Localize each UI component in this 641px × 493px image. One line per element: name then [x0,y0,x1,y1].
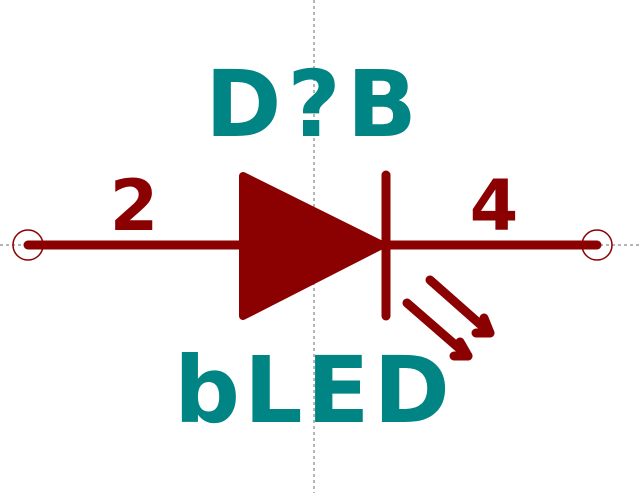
left-pin-number: 2 [110,165,159,247]
right-pin-number: 4 [470,165,519,247]
emission-arrow-2 [425,275,495,338]
component-value[interactable]: bLED [174,337,454,444]
reference-designator[interactable]: D?B [205,51,423,158]
light-emission-icon [402,275,495,361]
diode-triangle [239,172,386,320]
emission-arrowhead-2 [471,313,495,338]
emission-arrowhead-1 [449,337,473,361]
